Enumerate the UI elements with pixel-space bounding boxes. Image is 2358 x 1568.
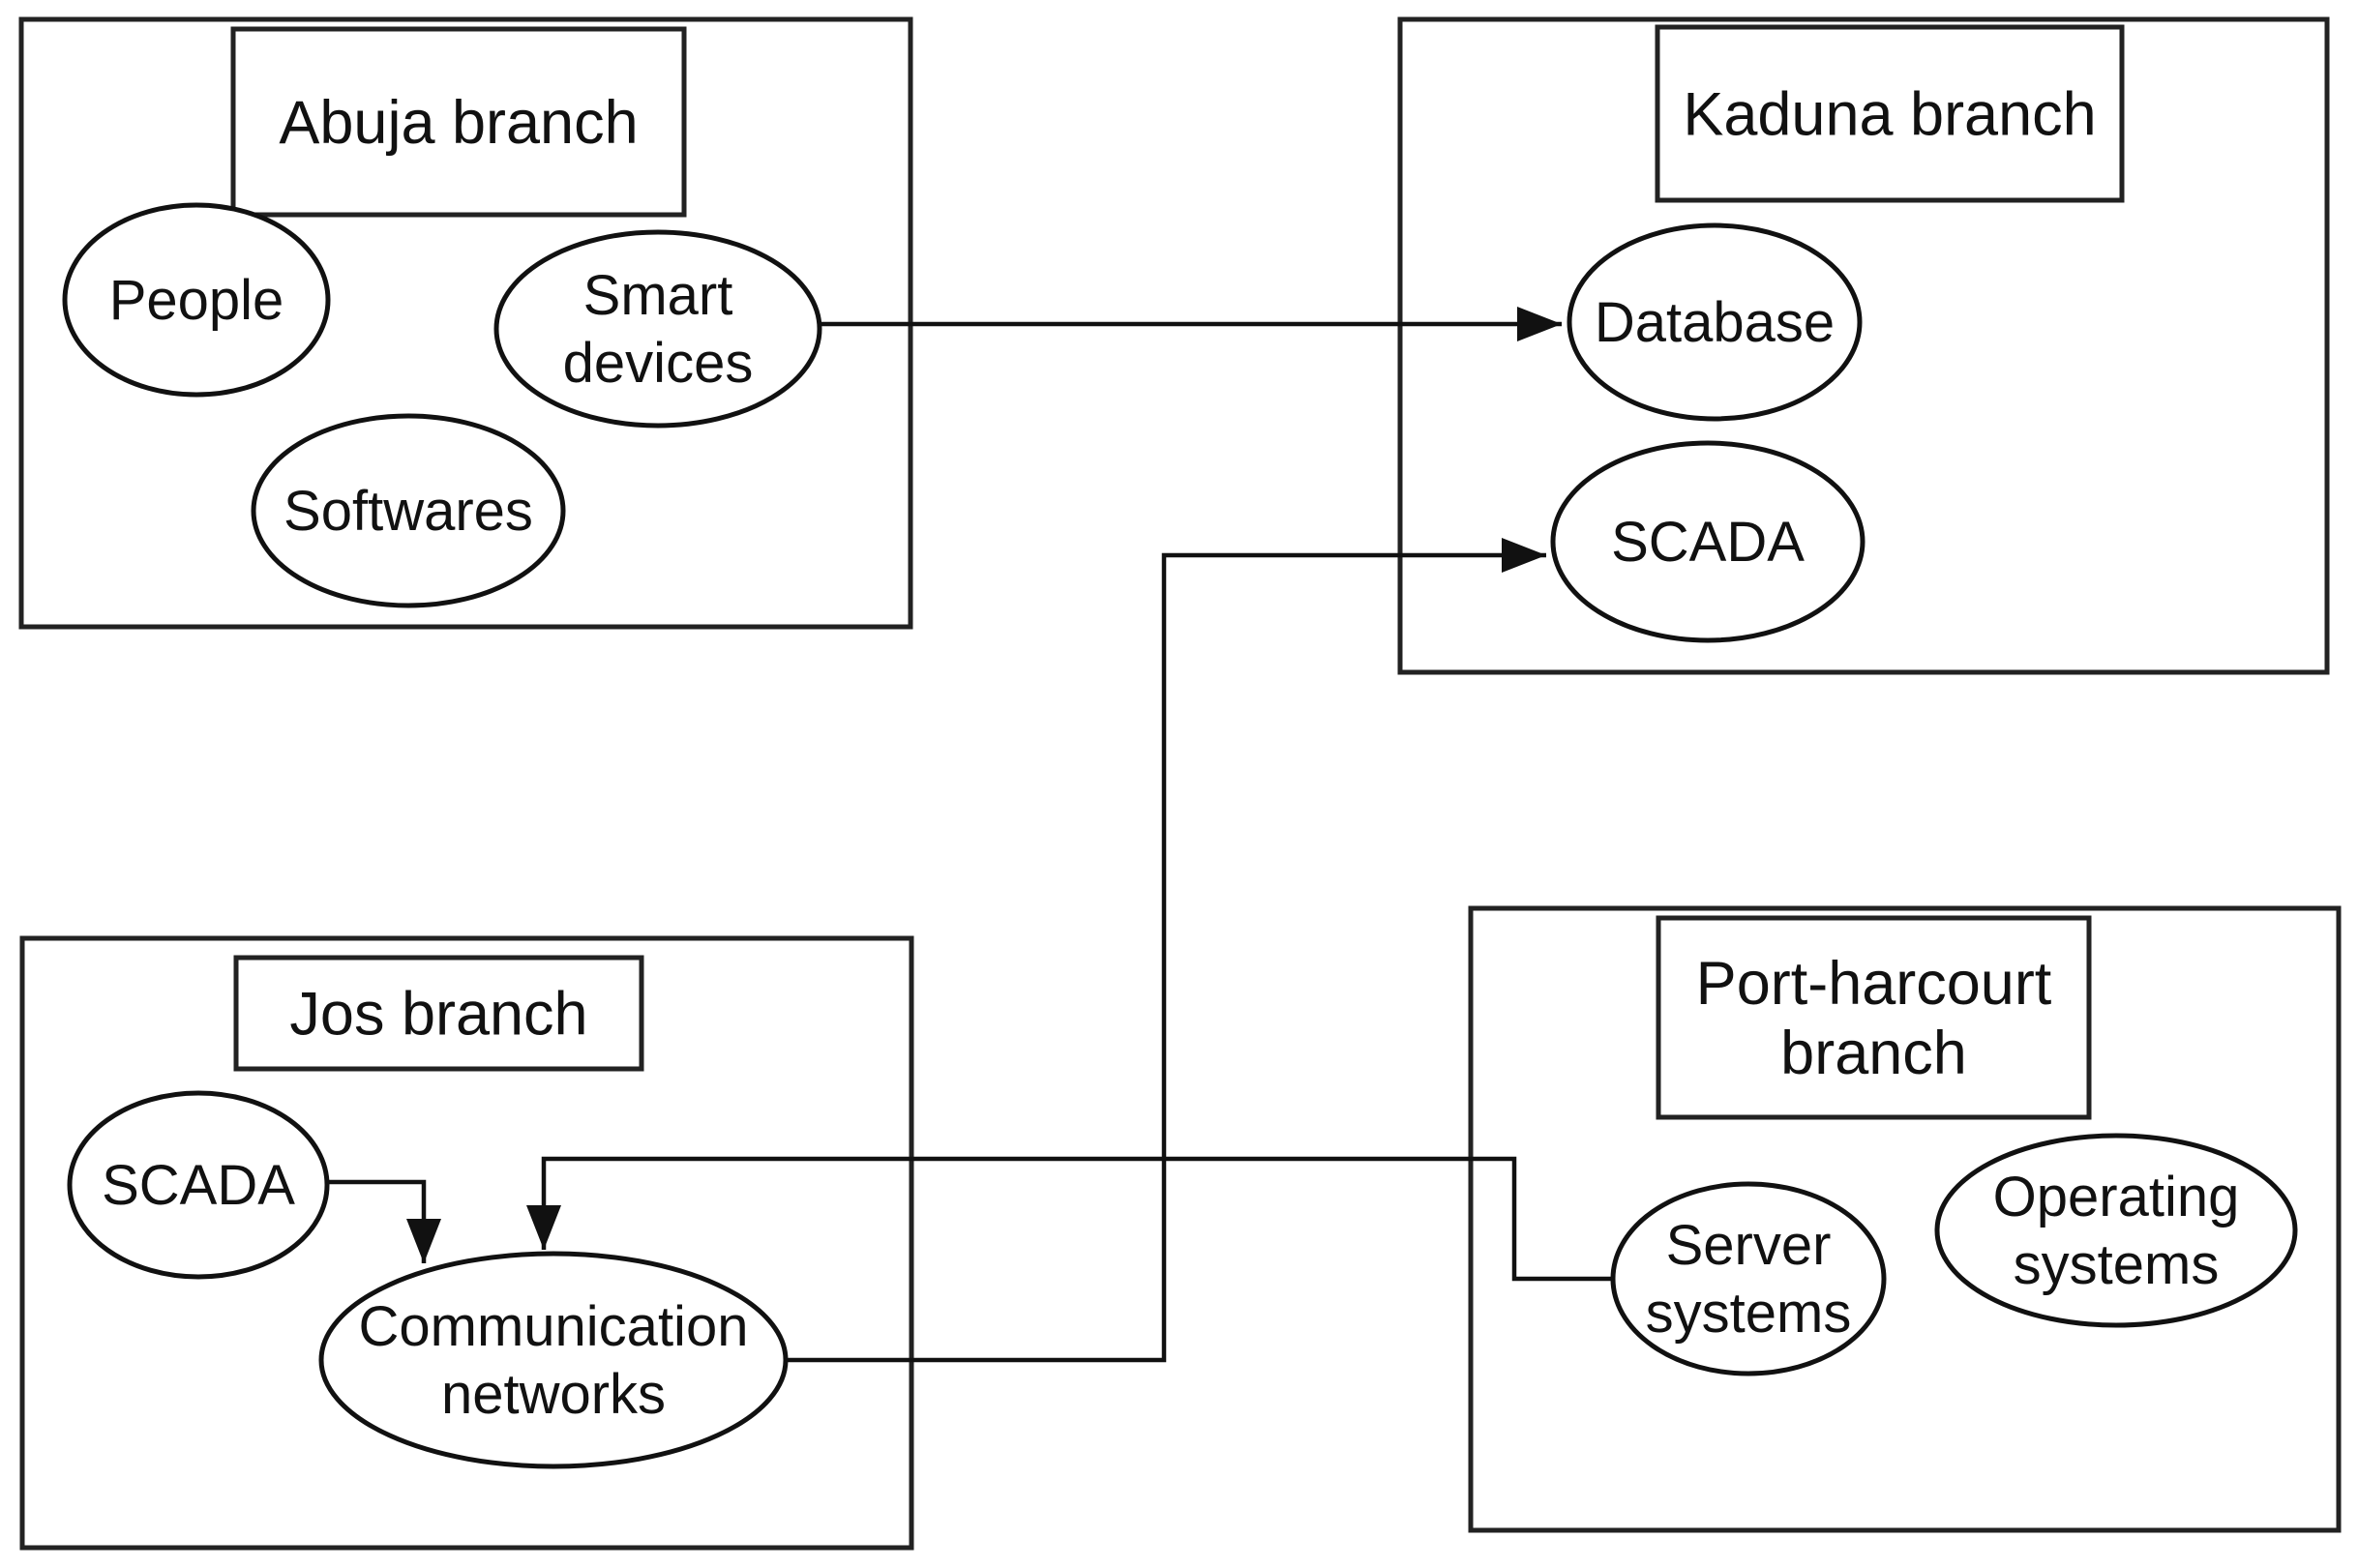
jos-branch-title: Jos branch — [289, 981, 587, 1049]
node-softwares-label: Softwares — [284, 480, 533, 543]
node-people-ellipse — [62, 202, 331, 398]
node-communication-networks-ellipse — [318, 1251, 789, 1469]
node-scada-jos-label: SCADA — [102, 1154, 295, 1217]
abuja-branch-title-box — [230, 26, 687, 218]
node-server-systems-ellipse — [1610, 1181, 1887, 1376]
kaduna-branch-title: Kaduna branch — [1683, 81, 2096, 149]
node-database-label: Database — [1595, 291, 1835, 354]
node-database-ellipse — [1567, 222, 1863, 422]
node-smart-devices-ellipse — [493, 229, 822, 429]
connector-communication-networks-to-scada-kaduna — [786, 552, 1546, 1363]
arrowhead-into-communication-networks-icon — [406, 1219, 441, 1263]
arrowhead-into-database-icon — [1517, 307, 1562, 341]
arrowhead-into-scada-kaduna-icon — [1502, 538, 1546, 573]
node-scada-kaduna-ellipse — [1550, 440, 1866, 643]
jos-branch-title-box — [233, 955, 644, 1072]
abuja-branch-title: Abuja branch — [279, 89, 638, 157]
node-people-label: People — [109, 269, 284, 332]
node-scada-jos-ellipse — [67, 1090, 330, 1280]
kaduna-branch-title-box — [1655, 24, 2125, 203]
arrowhead-into-communication-networks-icon — [526, 1205, 561, 1250]
node-operating-systems-ellipse — [1934, 1133, 2298, 1328]
node-scada-kaduna-label: SCADA — [1611, 511, 1805, 574]
node-softwares-ellipse — [251, 413, 566, 608]
port-harcourt-branch-title-box — [1656, 915, 2092, 1120]
connector-server-systems-to-communication-networks — [541, 1156, 1613, 1282]
